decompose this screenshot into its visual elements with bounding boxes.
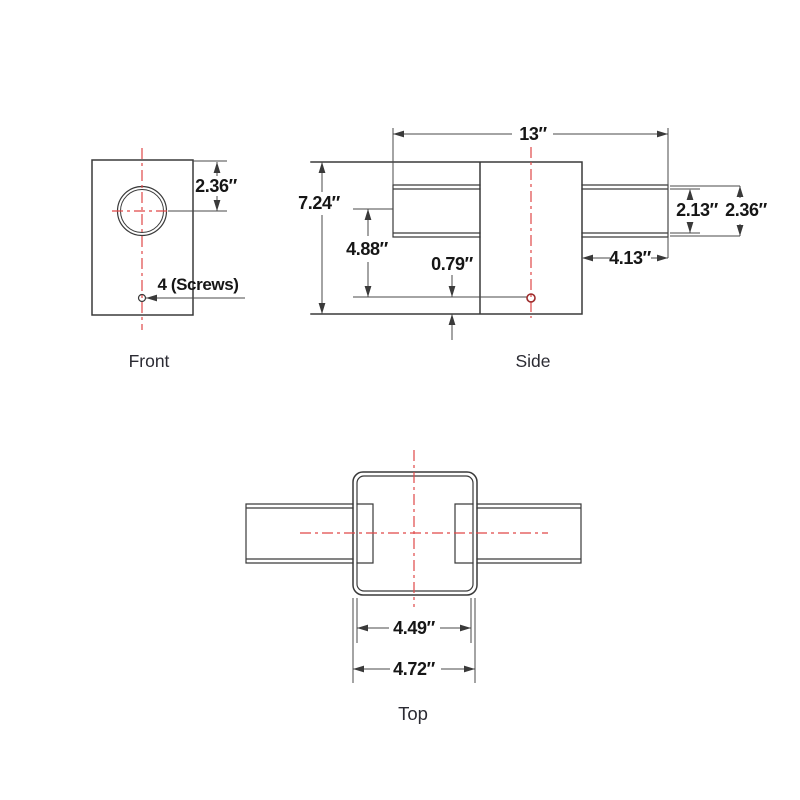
side-dim-arm-length: 4.13″	[609, 248, 651, 268]
top-view: 4.49″ 4.72″ Top	[245, 450, 582, 724]
front-view-label: Front	[129, 351, 170, 371]
side-tube-outline	[392, 184, 669, 238]
side-dim-screw-offset: 0.79″	[431, 254, 473, 274]
front-view: 2.36″ 4 (Screws) Front	[91, 148, 245, 371]
side-dim-tube-outer: 2.36″	[725, 200, 767, 220]
side-dim-overall-length: 13″	[519, 124, 547, 144]
side-view: 13″ 7.24″ 4.88″ 0.79″ 4.13″ 2.13″ 2.36″ …	[298, 124, 768, 371]
top-arrowheads	[353, 624, 475, 673]
top-dim-outer-width: 4.72″	[393, 659, 435, 679]
side-body-outline	[310, 161, 583, 315]
top-centerlines	[300, 450, 548, 607]
front-screw-hole	[137, 293, 147, 303]
front-plate-outline	[91, 159, 194, 316]
side-dim-overall-height: 7.24″	[298, 193, 340, 213]
front-dim-hole-offset: 2.36″	[195, 176, 237, 196]
top-tube-outline	[245, 503, 582, 564]
side-view-label: Side	[515, 351, 550, 371]
front-screws-note: 4 (Screws)	[157, 275, 238, 294]
front-centerlines	[112, 148, 171, 330]
top-pole-inner-outline	[356, 475, 474, 592]
top-view-label: Top	[398, 703, 428, 724]
top-dimension-lines	[352, 598, 476, 683]
side-dim-tube-center-height: 4.88″	[346, 239, 388, 259]
side-dim-tube-inner: 2.13″	[676, 200, 718, 220]
top-dim-inner-width: 4.49″	[393, 618, 435, 638]
side-screw-hole-marker	[526, 293, 536, 303]
